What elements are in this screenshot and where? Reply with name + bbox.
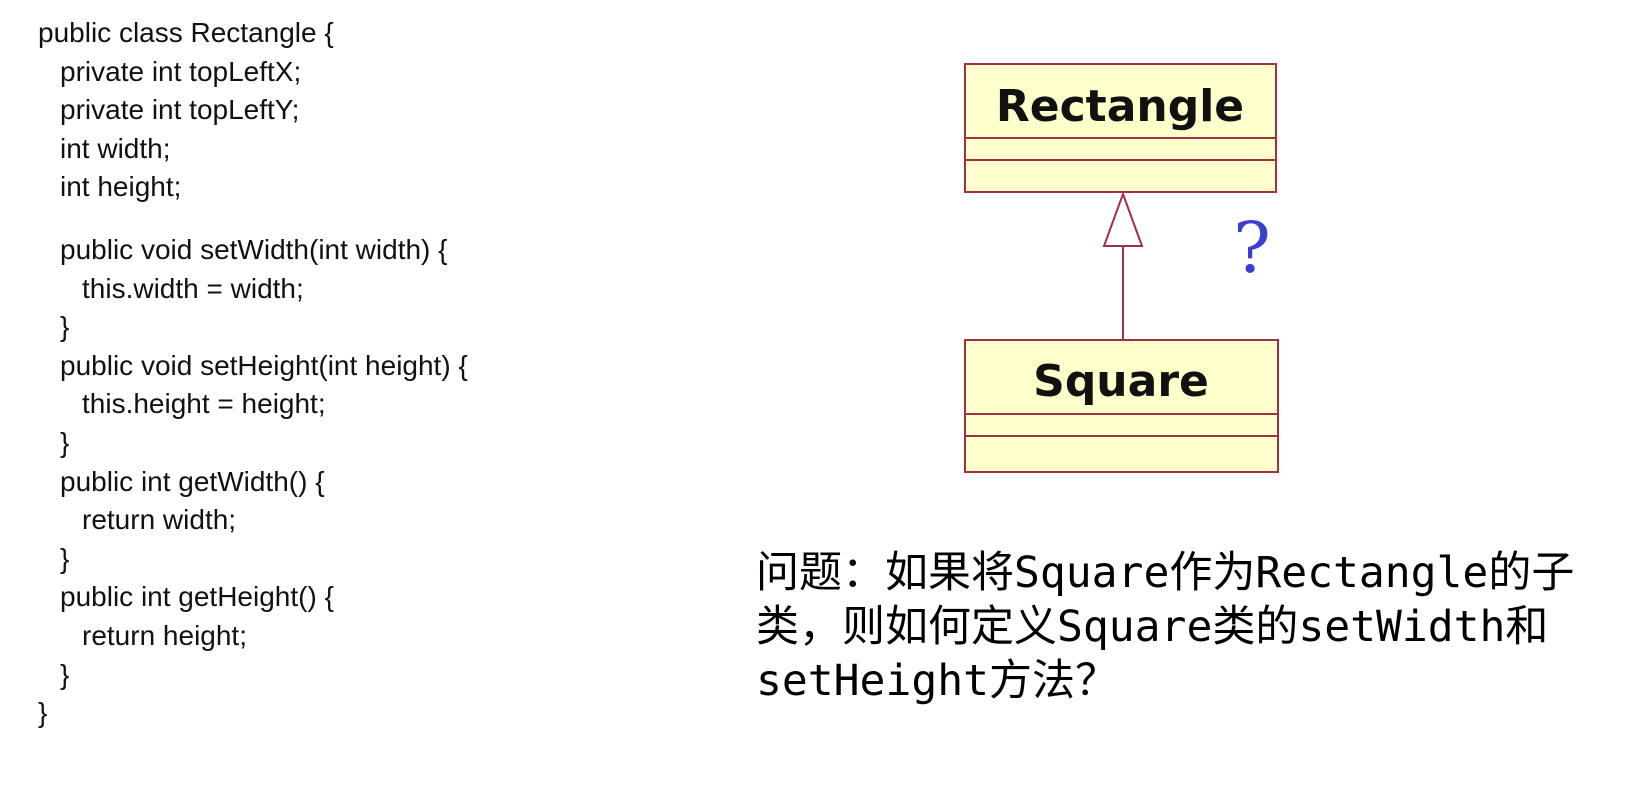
child-class-attributes-compartment — [964, 413, 1279, 437]
code-line: } — [60, 426, 70, 458]
parent-class-methods-compartment — [964, 159, 1277, 193]
code-line: } — [60, 311, 70, 343]
code-line: public void setHeight(int height) { — [60, 349, 468, 381]
code-line: } — [60, 542, 70, 574]
code-line: int width; — [60, 132, 171, 164]
code-line: private int topLeftY; — [60, 94, 300, 126]
code-line: } — [60, 658, 70, 690]
question-line: 问题：如果将Square作为Rectangle的子 — [756, 548, 1575, 598]
code-line: private int topLeftX; — [60, 55, 302, 87]
generalization-arrowhead — [1102, 191, 1144, 247]
code-line: this.height = height; — [82, 388, 326, 420]
question-text: 问题：如果将Square作为Rectangle的子 类，则如何定义Square类… — [756, 546, 1596, 708]
code-line: public void setWidth(int width) { — [60, 233, 448, 265]
uml-class-diagram: Rectangle ? Square — [960, 60, 1300, 480]
question-mark-annotation: ? — [1233, 207, 1271, 289]
uml-diagram-canvas: Rectangle ? Square — [964, 63, 1279, 473]
code-line: public int getHeight() { — [60, 581, 334, 613]
question-line: setHeight方法？ — [756, 656, 1118, 706]
child-class-name-compartment — [964, 339, 1279, 415]
code-line: this.width = width; — [82, 272, 304, 304]
parent-class-name-compartment — [964, 63, 1277, 139]
question-line: 类，则如何定义Square类的setWidth和 — [756, 602, 1549, 652]
child-class-methods-compartment — [964, 435, 1279, 473]
child-class-box: Square — [964, 339, 1279, 473]
code-listing: public class Rectangle { private int top… — [38, 14, 678, 733]
code-line: public int getWidth() { — [60, 465, 325, 497]
code-line: int height; — [60, 171, 182, 203]
parent-class-name: Rectangle — [996, 81, 1244, 132]
code-line: return height; — [82, 619, 247, 651]
parent-class-box: Rectangle — [964, 63, 1277, 193]
child-class-name: Square — [1033, 356, 1209, 407]
code-line: return width; — [82, 504, 237, 536]
parent-class-attributes-compartment — [964, 137, 1277, 161]
code-line: public class Rectangle { — [38, 17, 334, 48]
code-line: } — [38, 697, 48, 729]
